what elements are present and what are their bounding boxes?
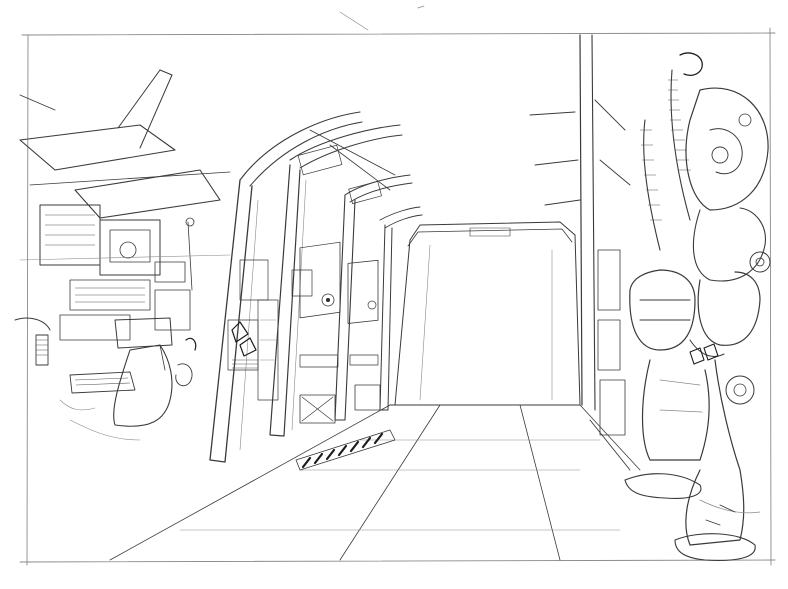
cable-bundle	[231, 321, 258, 369]
wall-equipment	[227, 241, 381, 424]
central-doorway	[394, 221, 581, 406]
ceiling-ribs	[239, 111, 423, 229]
panel-border	[19, 5, 776, 566]
left-wall-pillars	[209, 164, 393, 463]
mech-suit	[624, 52, 771, 561]
control-console	[19, 69, 231, 341]
pipe-fixture	[14, 317, 51, 366]
floor-hazard-stripes	[295, 429, 396, 471]
hangar-floor	[109, 404, 641, 561]
pilot-seat	[59, 317, 197, 441]
right-wall	[529, 34, 631, 471]
